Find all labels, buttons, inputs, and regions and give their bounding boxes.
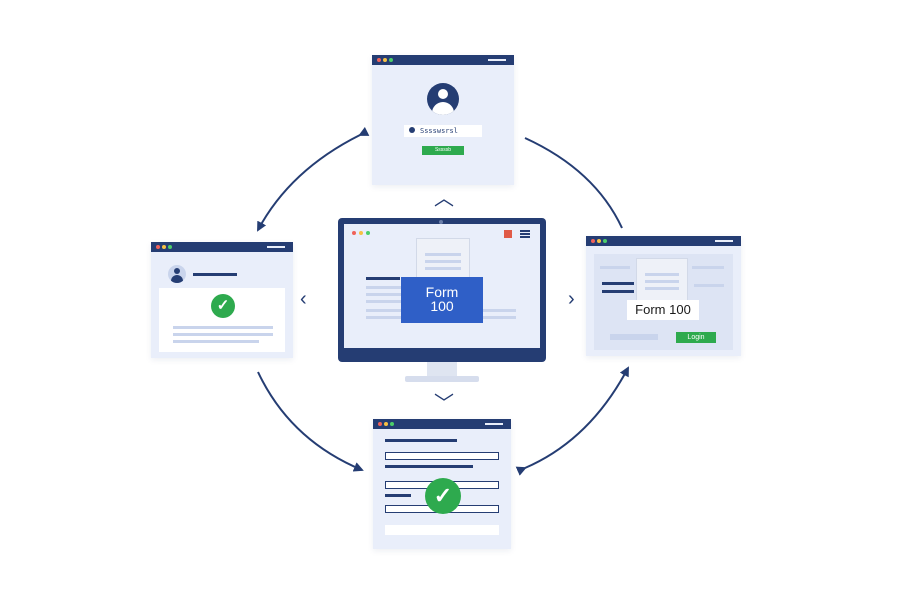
login-window: Sssswsrsl Sssssb (372, 55, 514, 185)
completed-form-window: ✓ (373, 419, 511, 549)
stop-icon[interactable] (504, 230, 512, 238)
form-badge-line2: 100 (430, 298, 454, 314)
profile-avatar-icon (168, 265, 186, 283)
hamburger-icon[interactable] (520, 230, 530, 238)
menu-icon (267, 246, 285, 248)
profile-name-line (193, 273, 237, 276)
arrow-top-left (257, 126, 370, 232)
username-text: Sssswsrsl (420, 127, 458, 135)
arrow-bottom-right (515, 366, 629, 476)
username-field[interactable]: Sssswsrsl (404, 125, 482, 137)
form-100-badge: Form 100 (401, 277, 483, 323)
chevron-right-icon: › (568, 288, 575, 310)
monitor: Form 100 (338, 218, 546, 362)
user-avatar-icon (427, 83, 459, 115)
menu-icon (488, 59, 506, 61)
user-icon (409, 127, 415, 133)
monitor-screen: Form 100 (344, 224, 540, 348)
form-100-label: Form 100 (627, 300, 699, 320)
form-window-content: Form 100 Login (594, 254, 733, 350)
form-title-line (385, 439, 457, 442)
login-submit-button[interactable]: Sssssb (422, 146, 464, 155)
monitor-stand (427, 362, 457, 376)
profile-card: ✓ (159, 288, 285, 352)
arrow-top-right (524, 137, 623, 229)
form-submit-bar[interactable] (385, 525, 499, 535)
form-badge-line1: Form (425, 284, 459, 300)
check-icon: ✓ (211, 294, 235, 318)
menu-icon (485, 423, 503, 425)
monitor-base (405, 376, 479, 382)
form-field-1[interactable] (385, 452, 499, 460)
profile-window: ✓ (151, 242, 293, 358)
login-button[interactable]: Login (676, 332, 716, 343)
check-icon: ✓ (425, 478, 461, 514)
monitor-camera (439, 220, 443, 224)
form-window: Form 100 Login (586, 236, 741, 356)
screen-header-line (366, 277, 400, 280)
browser-tabbar (344, 224, 540, 242)
chevron-left-icon: ‹ (300, 288, 307, 310)
menu-icon (715, 240, 733, 242)
form-window-titlebar (586, 236, 741, 246)
chevron-up-icon: ︿ (434, 188, 454, 210)
profile-window-titlebar (151, 242, 293, 252)
chevron-down-icon: ﹀ (434, 393, 454, 415)
arrow-bottom-left (257, 371, 364, 472)
completed-window-titlebar (373, 419, 511, 429)
login-window-titlebar (372, 55, 514, 65)
